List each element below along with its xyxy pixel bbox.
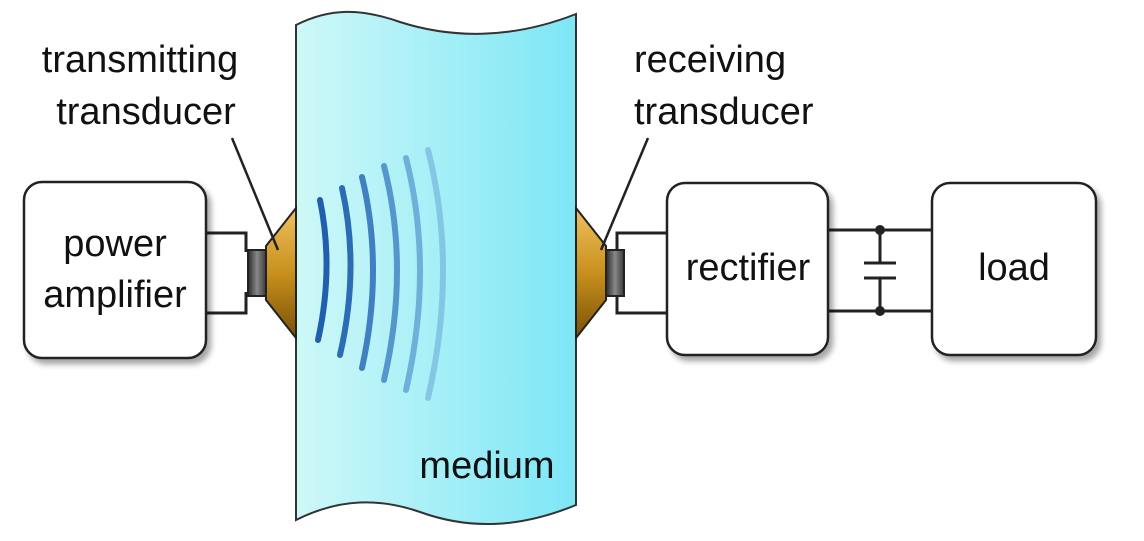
wave-arc (337, 185, 354, 358)
pointer-lines (230, 137, 650, 251)
acoustic-waves (315, 147, 446, 401)
receiving-transducer-icon (575, 205, 625, 341)
power-amplifier-label-line2: amplifier (43, 274, 187, 316)
transmitting-transducer-icon (247, 205, 297, 341)
output-wires (828, 228, 932, 313)
capacitor-icon (864, 225, 896, 316)
wave-arc (359, 174, 376, 371)
load-block: load (930, 181, 1098, 357)
tx-wires (206, 231, 248, 315)
rx-wires (615, 231, 667, 315)
rectifier-label: rectifier (686, 247, 811, 289)
wave-arc (403, 155, 423, 393)
power-amplifier-label-line1: power (63, 223, 167, 265)
wave-arc (381, 163, 400, 383)
receiving-transducer-label-line1: receiving (634, 39, 786, 81)
wave-arc (315, 197, 330, 343)
receiving-transducer-label-line2: transducer (634, 91, 814, 133)
medium-slab (295, 10, 577, 526)
power-amplifier-block: power amplifier (22, 180, 208, 360)
load-label: load (978, 247, 1050, 289)
medium-label: medium (419, 445, 554, 487)
wave-arc (425, 147, 446, 401)
transmitting-transducer-label-line1: transmitting (42, 39, 238, 81)
transmitting-transducer-label-line2: transducer (56, 91, 236, 133)
rectifier-block: rectifier (665, 181, 830, 357)
